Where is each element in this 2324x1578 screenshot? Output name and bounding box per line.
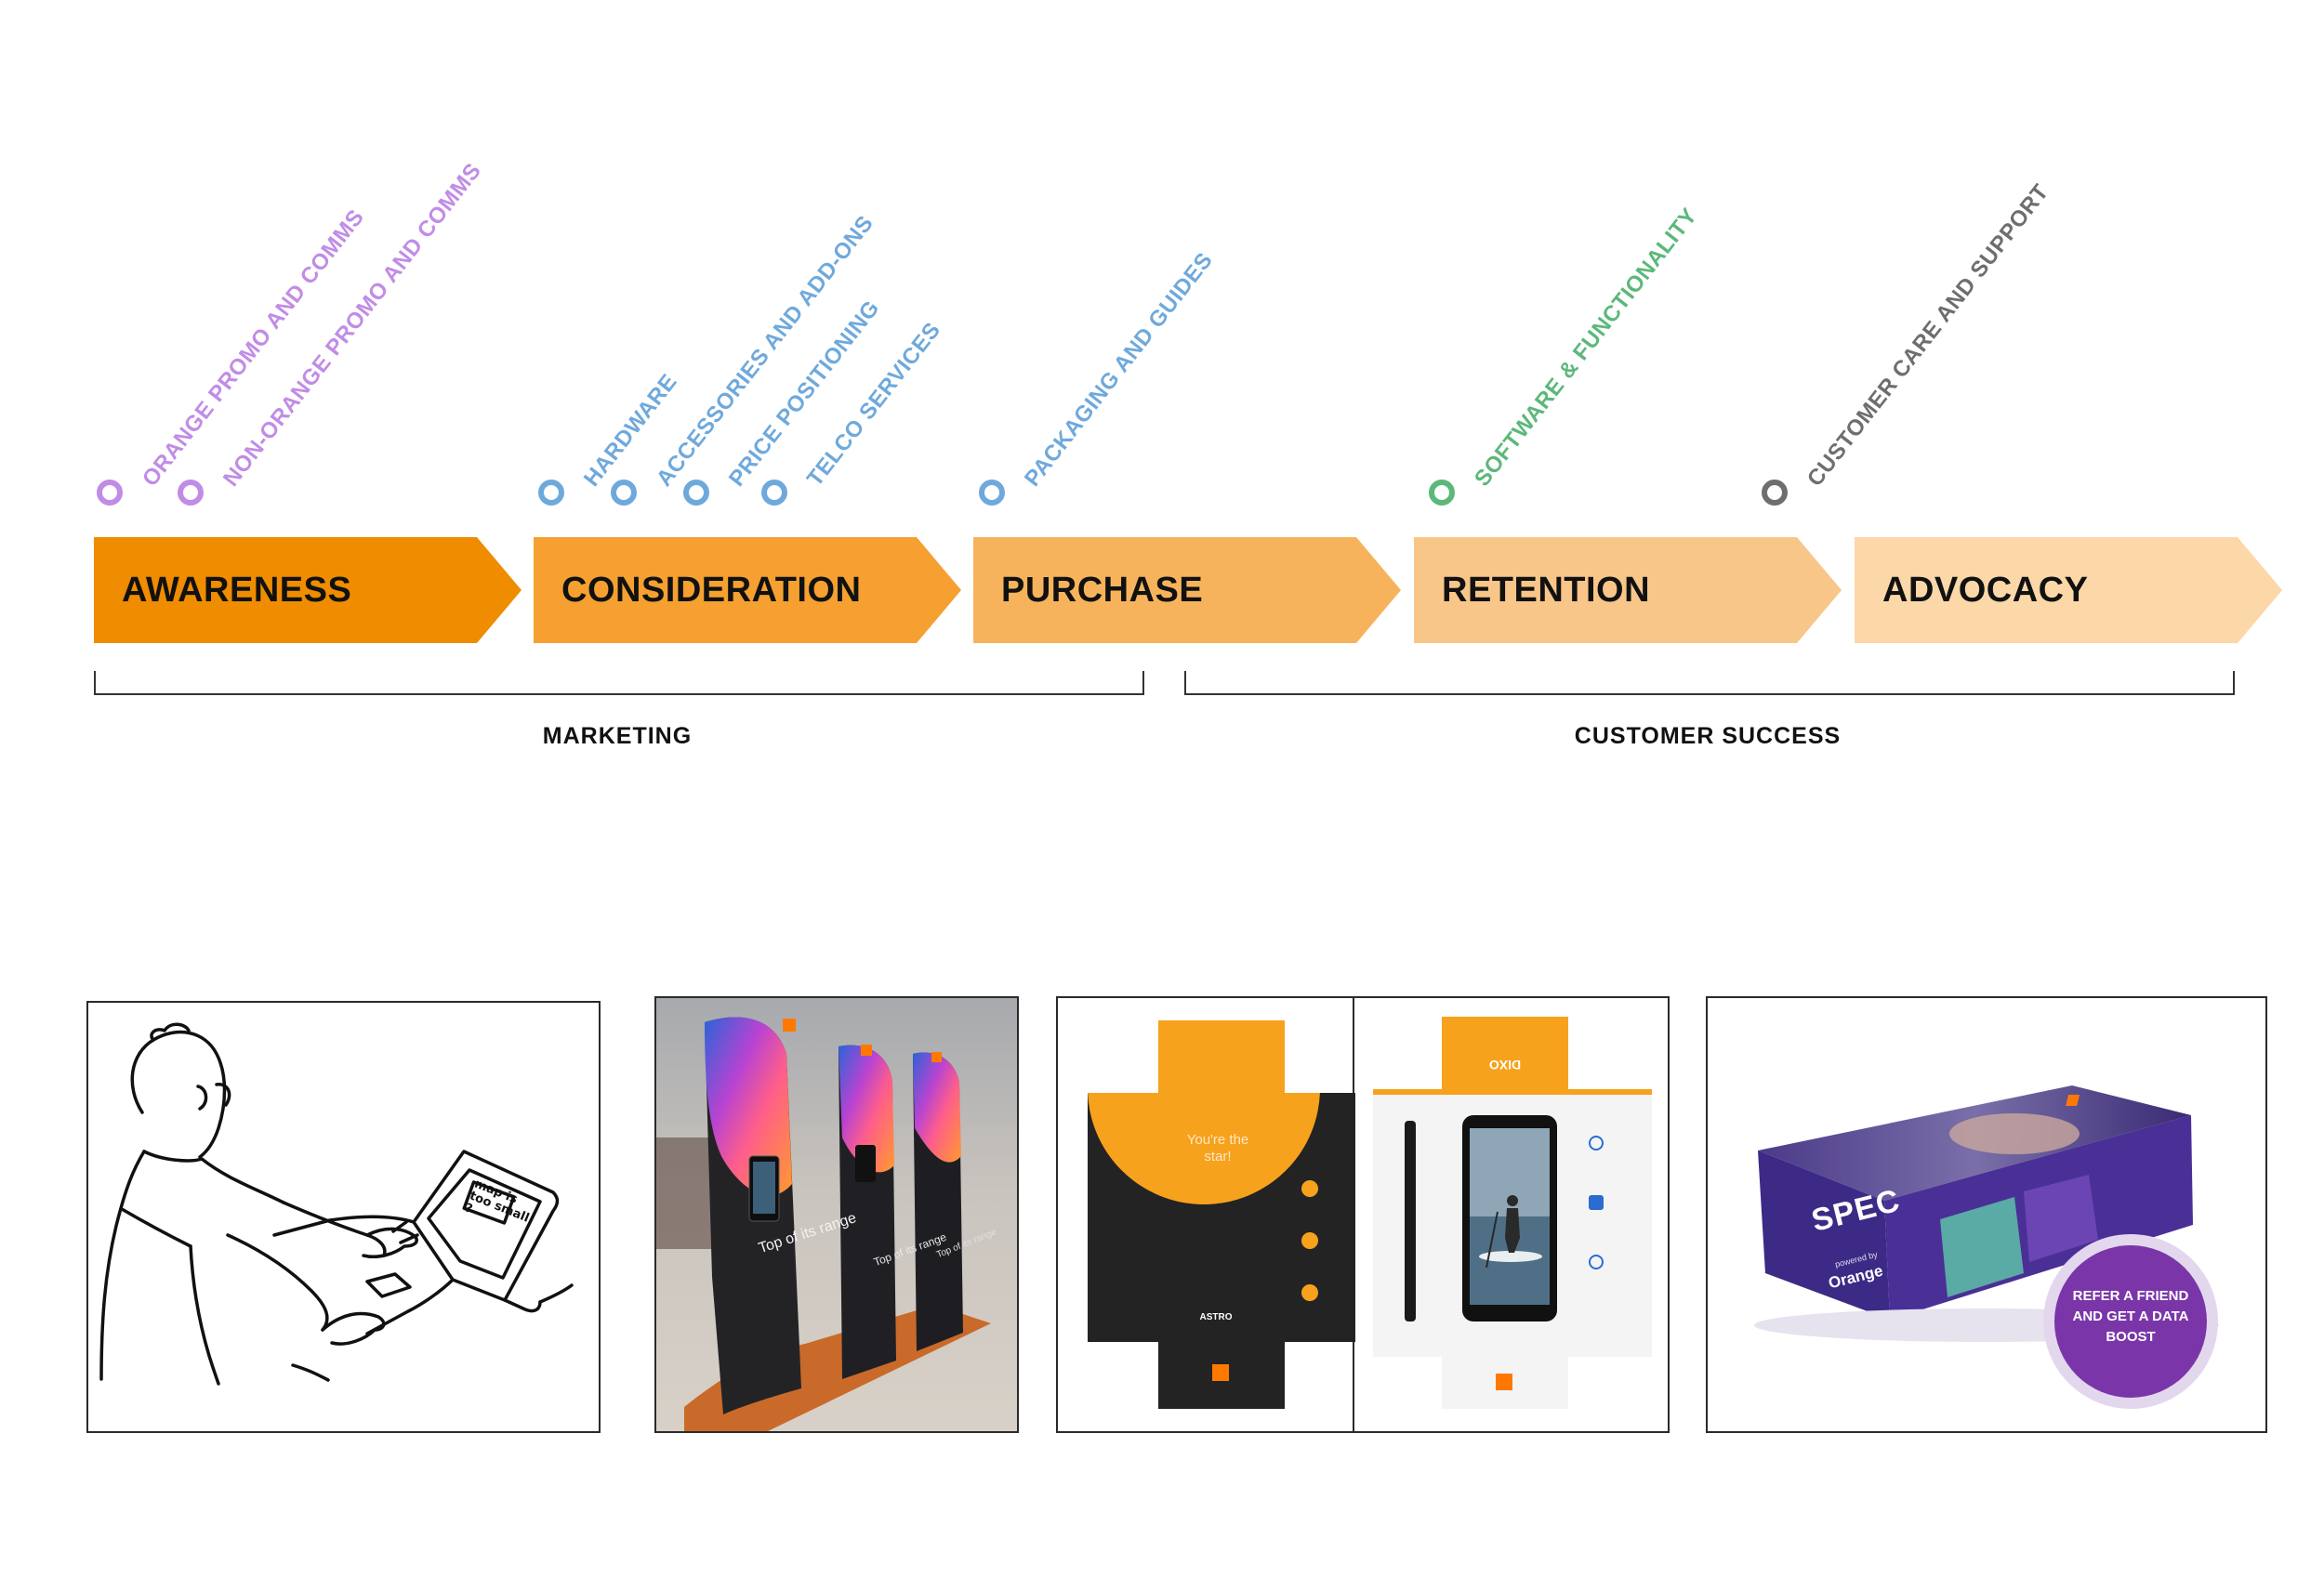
stage-label-retention: RETENTION xyxy=(1442,571,1651,610)
touchpoint-marker-customer-care xyxy=(1762,480,1788,506)
touchpoint-marker-accessories xyxy=(611,480,637,506)
astro-tagline: You're the star! xyxy=(1186,1132,1249,1164)
phone-front-view xyxy=(1462,1115,1557,1322)
stage-arrow-shape xyxy=(534,537,961,643)
touchpoint-marker-packaging xyxy=(979,480,1005,506)
touchpoint-marker-price xyxy=(683,480,709,506)
stage-advocacy: ADVOCACY xyxy=(1855,537,2282,643)
stage-label-advocacy: ADVOCACY xyxy=(1882,571,2089,610)
astro-feature-icon-1 xyxy=(1301,1180,1318,1197)
stage-retention: RETENTION xyxy=(1414,537,1842,643)
touchpoint-label-software: SOFTWARE & FUNCTIONALITY xyxy=(1470,203,1703,492)
touchpoint-label-customer-care: CUSTOMER CARE AND SUPPORT xyxy=(1802,179,2054,492)
dixo-brand-label: DIXO xyxy=(1488,1058,1522,1072)
refer-a-friend-badge: REFER A FRIEND AND GET A DATA BOOST xyxy=(2072,1288,2189,1345)
dixo-feature-icon-2 xyxy=(1589,1195,1604,1210)
astro-brand-label: ASTRO xyxy=(1199,1312,1233,1322)
person-using-laptop-sketch xyxy=(99,1022,574,1386)
touchpoint-marker-software xyxy=(1429,480,1455,506)
group-label-customer-success: CUSTOMER SUCCESS xyxy=(1574,723,1842,749)
phone-screen-photo xyxy=(1470,1128,1550,1305)
retail-display-photo-panel: Top of its range Top of its range Top of… xyxy=(654,996,1019,1433)
orange-logo-square xyxy=(1212,1364,1229,1381)
spec-box-illustration xyxy=(1754,1085,2219,1409)
spec-box-photo-panel: SPEC powered by Orange REFER A FRIEND AN… xyxy=(1706,996,2267,1433)
astro-front-panel: You're the star! ASTRO xyxy=(1088,1093,1355,1342)
dixo-feature-icon-1 xyxy=(1589,1136,1604,1151)
astro-feature-icon-3 xyxy=(1301,1284,1318,1301)
packaging-dieline-panel: You're the star! ASTRO DIXO xyxy=(1056,996,1670,1433)
dixo-top-flap: DIXO xyxy=(1442,1017,1568,1089)
astro-feature-icon-2 xyxy=(1301,1232,1318,1249)
stage-label-purchase: PURCHASE xyxy=(1001,571,1204,610)
stage-arrow-shape xyxy=(1414,537,1842,643)
touchpoint-label-packaging: PACKAGING AND GUIDES xyxy=(1020,247,1218,492)
dixo-box-dieline: DIXO xyxy=(1354,998,1668,1431)
dixo-feature-icon-3 xyxy=(1589,1255,1604,1269)
phone-side-view xyxy=(1405,1121,1416,1322)
sketch-illustration-panel: map is too small ? xyxy=(86,1001,601,1433)
touchpoint-marker-non-orange-promo xyxy=(178,480,204,506)
stage-arrow-shape xyxy=(973,537,1401,643)
touchpoint-label-telco: TELCO SERVICES xyxy=(802,317,946,492)
group-label-marketing: MARKETING xyxy=(542,723,693,749)
dixo-accent-strip xyxy=(1373,1089,1652,1095)
orange-logo-square xyxy=(1496,1374,1512,1390)
customer-success-bracket xyxy=(1184,671,2235,695)
stage-arrow-shape xyxy=(94,537,522,643)
stage-label-consideration: CONSIDERATION xyxy=(561,571,862,610)
dixo-bottom-flap xyxy=(1442,1357,1568,1409)
display-stands-photo xyxy=(656,998,1017,1431)
touchpoint-marker-telco xyxy=(761,480,787,506)
touchpoint-marker-orange-promo xyxy=(97,480,123,506)
marketing-bracket xyxy=(94,671,1144,695)
dixo-front-panel xyxy=(1373,1095,1652,1357)
astro-box-dieline: You're the star! ASTRO xyxy=(1058,998,1355,1431)
stage-label-awareness: AWARENESS xyxy=(122,571,352,610)
astro-bottom-flap xyxy=(1158,1342,1285,1409)
stage-consideration: CONSIDERATION xyxy=(534,537,961,643)
stage-arrow-shape xyxy=(1855,537,2282,643)
stage-awareness: AWARENESS xyxy=(94,537,522,643)
touchpoint-marker-hardware xyxy=(538,480,564,506)
astro-top-flap xyxy=(1158,1020,1285,1093)
stage-purchase: PURCHASE xyxy=(973,537,1401,643)
